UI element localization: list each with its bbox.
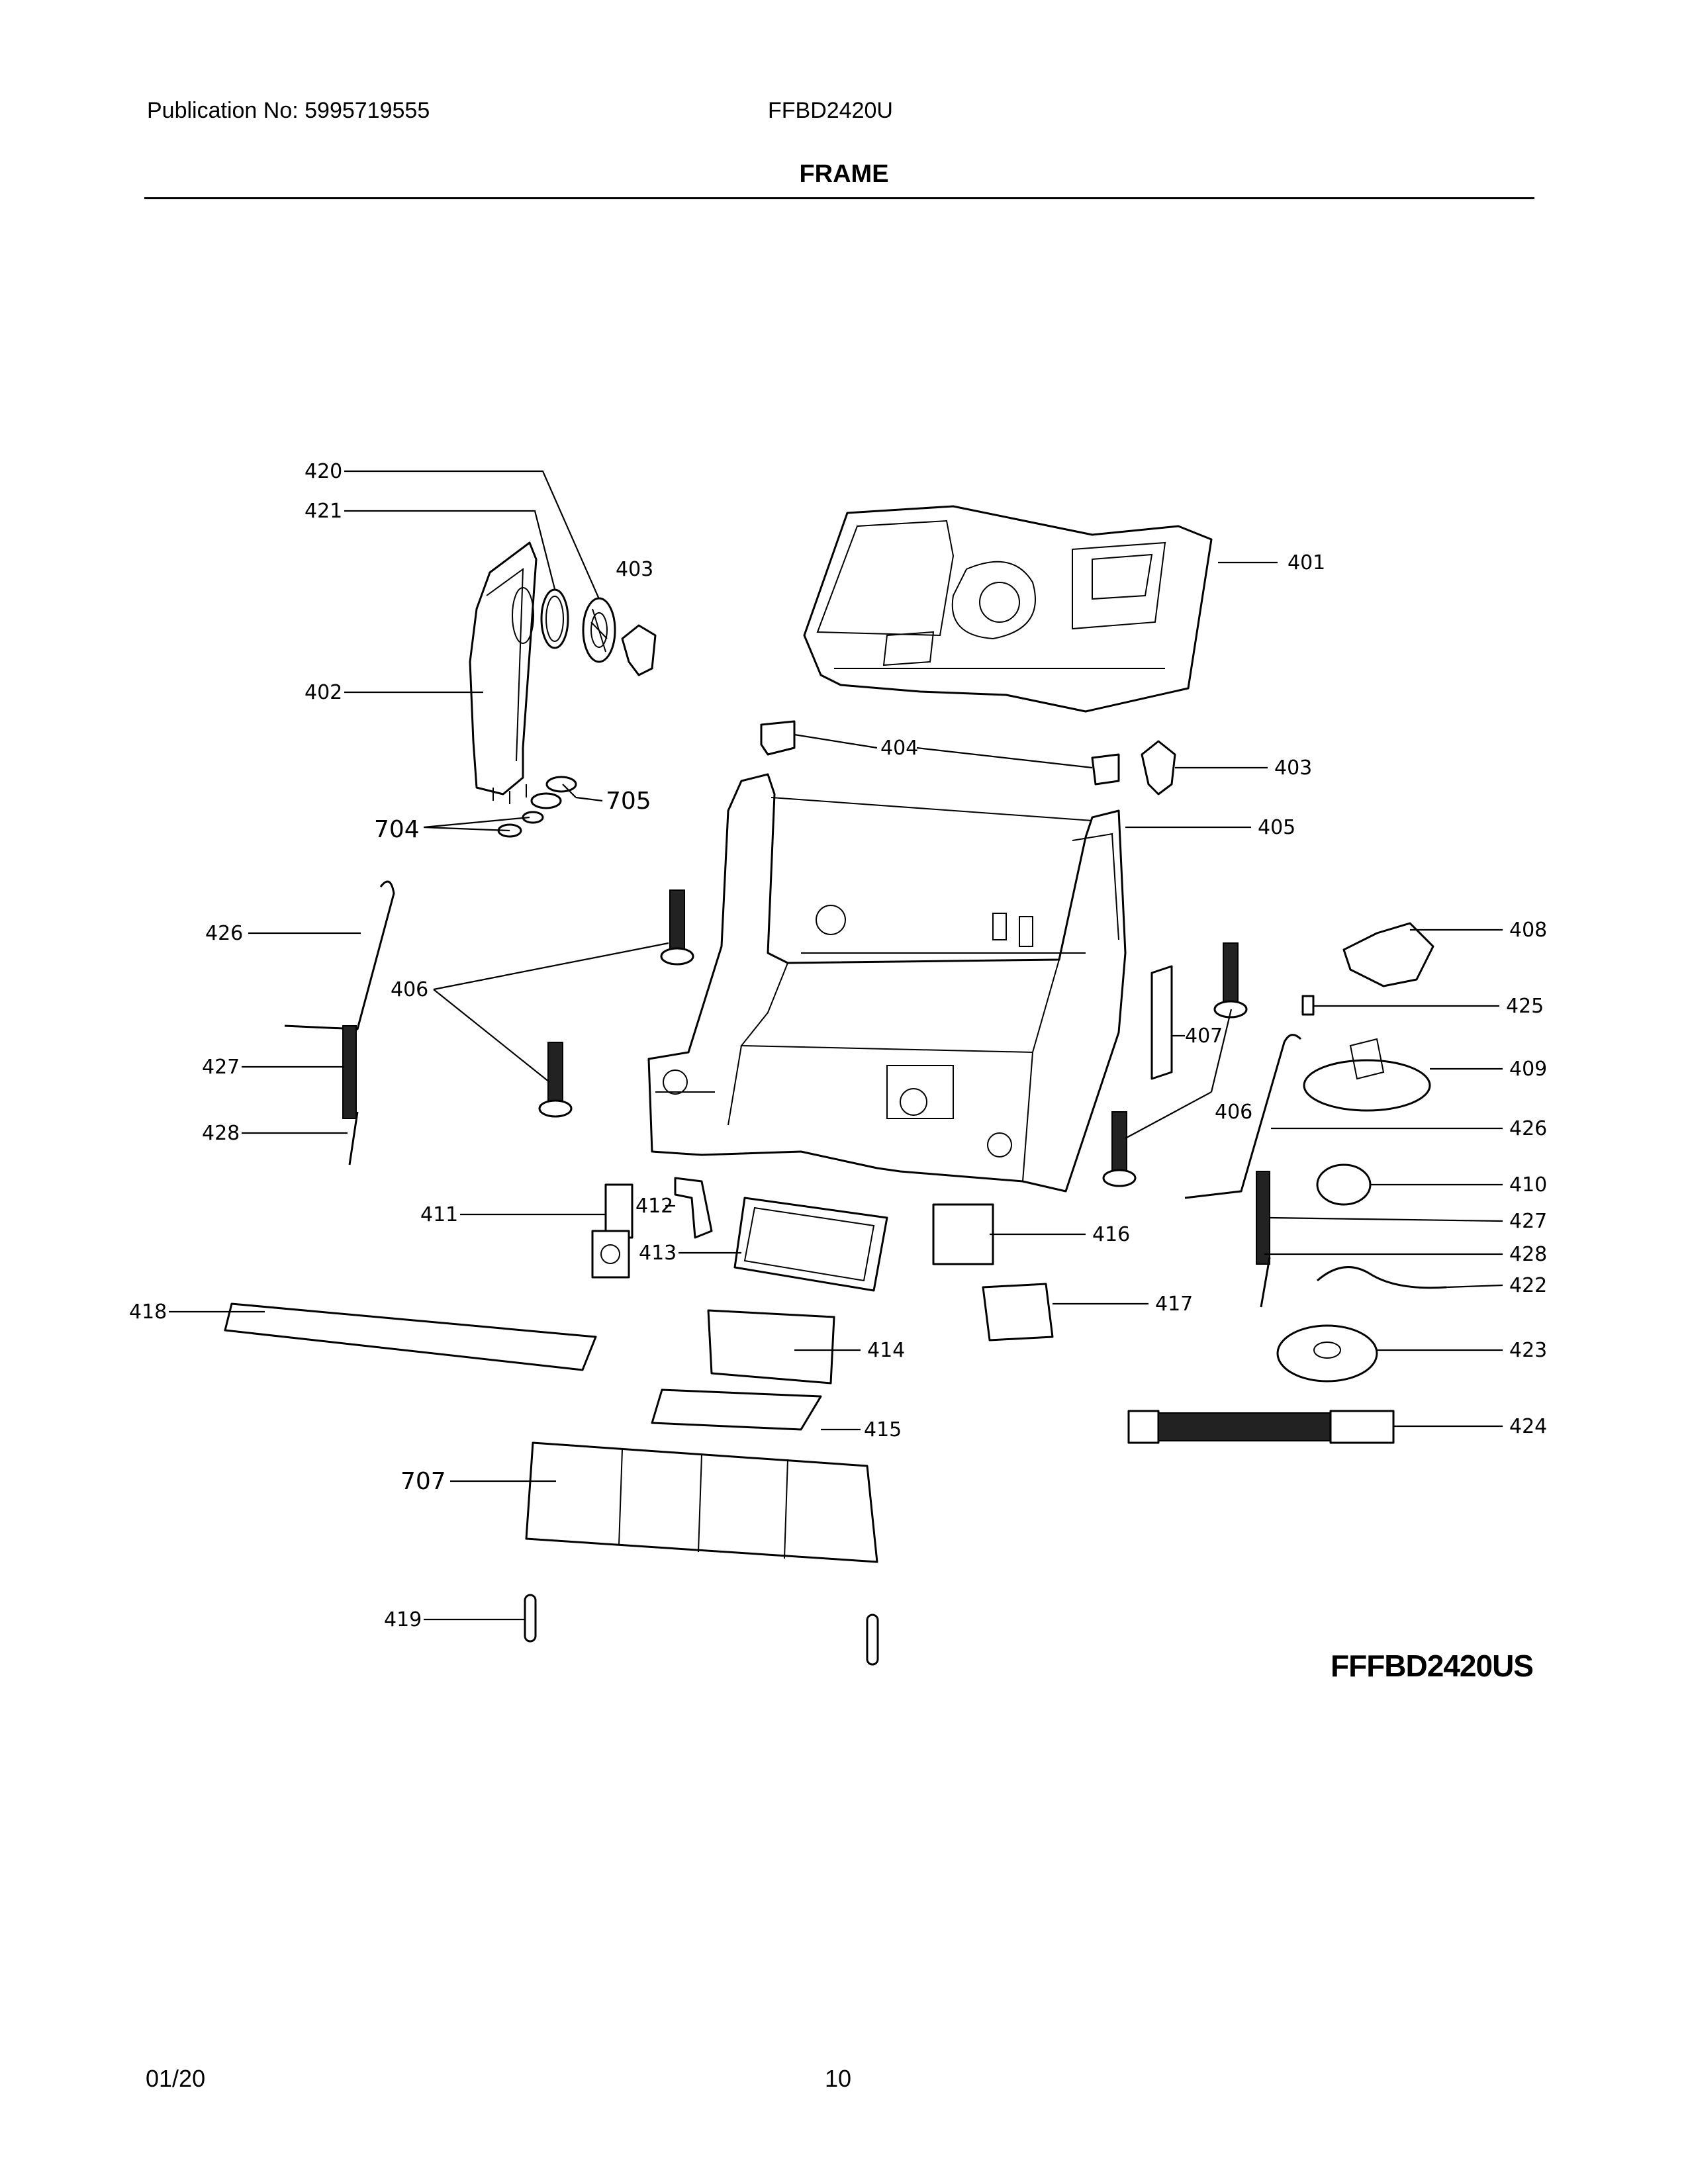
- callout-707: 707: [400, 1468, 446, 1495]
- publication-number: Publication No: 5995719555: [147, 98, 430, 123]
- callout-407: 407: [1185, 1024, 1223, 1048]
- callout-422: 422: [1509, 1274, 1547, 1297]
- part-704-seals: [497, 811, 544, 838]
- callout-401: 401: [1288, 551, 1325, 574]
- part-405-main-frame: [647, 773, 1127, 1193]
- callout-403: 403: [616, 558, 653, 581]
- part-404-clip-left: [760, 720, 796, 756]
- callout-426: 426: [205, 922, 243, 945]
- model-suffix: FFFBD2420US: [1331, 1649, 1534, 1683]
- part-705-clamps: [530, 776, 577, 809]
- callout-405: 405: [1258, 816, 1295, 839]
- part-707-kick-panel: [525, 1441, 878, 1563]
- callout-411: 411: [420, 1203, 458, 1226]
- part-412-bracket: [674, 1177, 713, 1239]
- callout-403-right: 403: [1274, 756, 1312, 780]
- part-419-handle-right: [866, 1614, 879, 1666]
- callout-404: 404: [880, 737, 918, 760]
- callout-410: 410: [1509, 1173, 1547, 1197]
- callout-418: 418: [129, 1300, 167, 1324]
- part-417-cover: [982, 1283, 1054, 1342]
- callout-705: 705: [606, 788, 651, 815]
- callout-420: 420: [305, 460, 342, 483]
- section-title: FRAME: [799, 160, 889, 188]
- callout-424: 424: [1509, 1415, 1547, 1438]
- part-416-bracket: [932, 1203, 994, 1265]
- part-408-bracket: [1342, 922, 1434, 987]
- callout-426-right: 426: [1509, 1117, 1547, 1140]
- callout-414: 414: [867, 1339, 905, 1362]
- part-411-inlet-valve: [591, 1183, 633, 1279]
- callout-425: 425: [1506, 995, 1544, 1018]
- callout-labels: 420 421 403 402 705 704 401 404 403 405 …: [129, 460, 1547, 1631]
- callout-704: 704: [374, 816, 420, 843]
- callout-409: 409: [1509, 1058, 1547, 1081]
- callout-416: 416: [1092, 1223, 1130, 1246]
- part-418-rail: [224, 1302, 597, 1371]
- part-427-spring-right: [1256, 1171, 1270, 1265]
- callout-428-right: 428: [1509, 1243, 1547, 1266]
- part-423-disk: [1276, 1324, 1378, 1383]
- model-number: FFBD2420U: [768, 98, 893, 123]
- footer-date: 01/20: [146, 2065, 206, 2092]
- part-401-base-tray: [803, 505, 1213, 713]
- leader-lines: [169, 470, 1503, 1621]
- callout-419: 419: [384, 1608, 422, 1631]
- part-410-ring: [1316, 1163, 1372, 1206]
- callout-427-right: 427: [1509, 1210, 1547, 1233]
- callout-417: 417: [1155, 1293, 1193, 1316]
- callout-413: 413: [639, 1242, 677, 1265]
- part-402-sump-housing: [469, 541, 538, 804]
- callout-423: 423: [1509, 1339, 1547, 1362]
- part-426-hook-left: [284, 880, 395, 1030]
- callout-428: 428: [202, 1122, 240, 1145]
- part-428-pin-left: [348, 1111, 359, 1165]
- callout-412: 412: [635, 1195, 673, 1218]
- callout-406-right: 406: [1215, 1101, 1252, 1124]
- part-422-wire: [1317, 1266, 1447, 1289]
- part-407-bracket: [1150, 965, 1173, 1080]
- callout-402: 402: [305, 681, 342, 704]
- part-425-small-part: [1301, 995, 1315, 1016]
- part-403-clip-upper: [621, 624, 657, 676]
- callout-408: 408: [1509, 919, 1547, 942]
- part-413-control-box: [733, 1197, 888, 1292]
- callout-427: 427: [202, 1056, 240, 1079]
- callout-415: 415: [864, 1418, 902, 1441]
- header-rule: [144, 197, 1534, 199]
- part-427-spring-left: [342, 1025, 357, 1119]
- part-403-clip-right: [1141, 740, 1176, 796]
- part-414-board: [707, 1309, 835, 1385]
- part-419-handle-left: [524, 1594, 537, 1643]
- part-426-hook-right: [1184, 1034, 1302, 1199]
- part-404-clip-right: [1091, 753, 1120, 786]
- page-number: 10: [825, 2065, 852, 2092]
- part-409-float: [1303, 1038, 1431, 1112]
- part-424-drain-hose: [1127, 1410, 1395, 1444]
- part-428-pin-right: [1260, 1257, 1271, 1308]
- part-415-filter-tray: [651, 1388, 822, 1431]
- callout-421: 421: [305, 500, 342, 523]
- callout-406: 406: [391, 978, 428, 1001]
- part-420-filter-disk: [582, 597, 616, 663]
